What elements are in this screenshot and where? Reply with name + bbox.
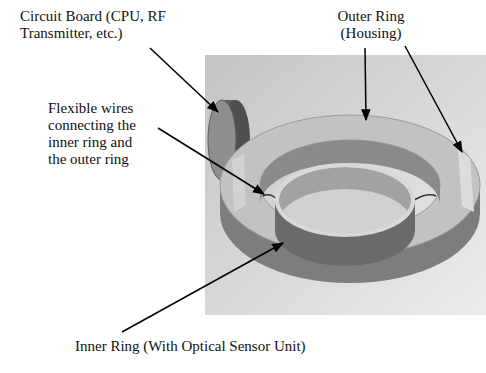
leader-arrow — [405, 46, 462, 152]
outer-ring-gap — [458, 150, 474, 212]
background-panel — [205, 55, 486, 315]
part-label: Circuit Board (CPU, RF Transmitter, etc.… — [20, 8, 215, 42]
inner-ring-rim — [277, 165, 413, 235]
part-label: Flexible wires connecting the inner ring… — [48, 100, 152, 168]
leader-arrow — [365, 48, 366, 120]
leader-arrow — [122, 243, 283, 332]
outer-ring-face — [220, 115, 480, 255]
leader-arrow — [158, 128, 264, 194]
part-label: Inner Ring (With Optical Sensor Unit) — [75, 338, 306, 355]
leader-arrow — [150, 48, 218, 112]
flexible-wire — [414, 195, 436, 200]
part-label: Outer Ring (Housing) — [330, 8, 412, 42]
outer-ring-gap — [232, 154, 246, 212]
inner-ring-wall — [275, 200, 415, 266]
